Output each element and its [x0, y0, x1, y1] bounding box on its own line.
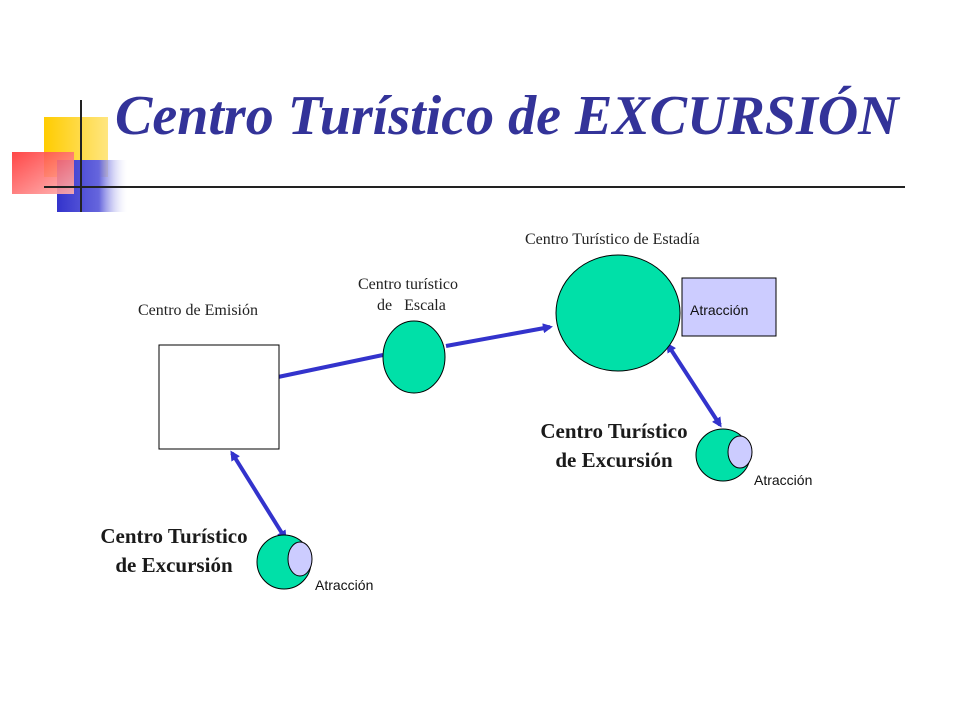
label-centro-estadia: Centro Turístico de Estadía — [525, 231, 700, 248]
attraction-right-oval — [727, 435, 753, 469]
connector-escala-estadia — [445, 323, 553, 348]
label-excursion-left-line1: Centro Turístico — [100, 524, 248, 548]
connector-emision-escala — [277, 353, 384, 379]
arrow-emision-excursion — [230, 450, 287, 541]
label-excursion-right-line1: Centro Turístico — [540, 419, 688, 443]
label-centro-emision: Centro de Emisión — [138, 302, 258, 319]
label-escala-line1: Centro turístico — [358, 276, 458, 293]
label-escala-line2: de Escala — [377, 297, 446, 314]
label-atraccion-box: Atracción — [690, 302, 749, 318]
estadia-circle — [555, 254, 681, 372]
label-atraccion-left: Atracción — [315, 577, 374, 593]
escala-circle — [382, 320, 446, 394]
label-excursion-right: Centro Turístico de Excursión — [516, 417, 712, 475]
atraccion-box — [681, 277, 777, 337]
label-excursion-right-line2: de Excursión — [555, 448, 673, 472]
attraction-left-oval — [287, 541, 313, 577]
label-excursion-left: Centro Turístico de Excursión — [76, 522, 272, 580]
page-title: Centro Turístico de EXCURSIÓN — [115, 85, 899, 147]
emision-box — [158, 344, 280, 450]
label-excursion-left-line2: de Excursión — [115, 553, 233, 577]
label-atraccion-right: Atracción — [754, 472, 813, 488]
arrow-estadia-excursion — [666, 342, 722, 428]
